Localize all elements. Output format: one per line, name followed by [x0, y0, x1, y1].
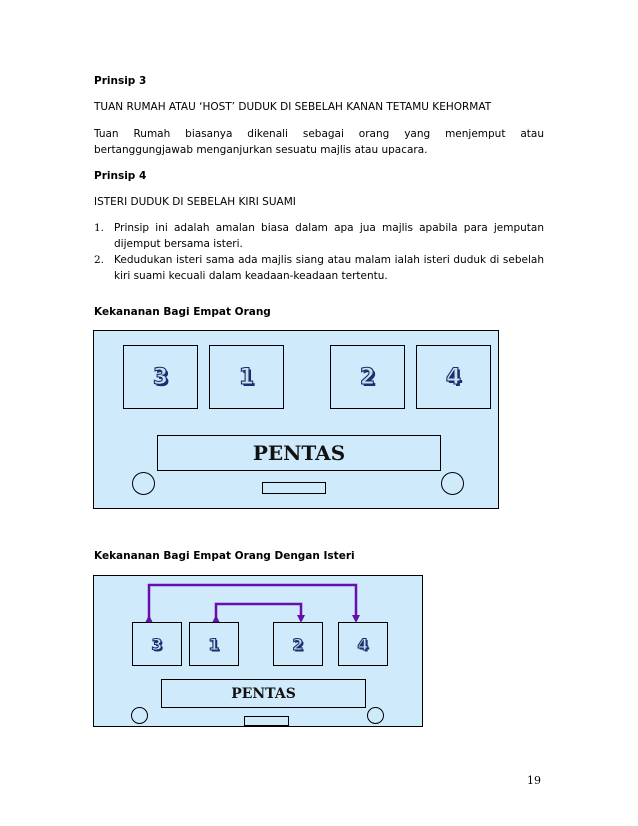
list-item: 2. Kedudukan isteri sama ada majlis sian… — [94, 252, 544, 284]
seat-2: 2 — [273, 622, 323, 666]
seat-4: 4 — [338, 622, 388, 666]
stage: PENTAS — [157, 435, 441, 471]
entrance — [262, 482, 326, 494]
list-item-text: Kedudukan isteri sama ada majlis siang a… — [114, 254, 544, 282]
principle-4-heading: Prinsip 4 — [94, 170, 147, 182]
list-item: 1. Prinsip ini adalah amalan biasa dalam… — [94, 220, 544, 252]
principle-3-heading: Prinsip 3 — [94, 75, 147, 87]
seating-diagram-2: 3 1 2 4 PENTAS — [93, 575, 423, 727]
stage: PENTAS — [161, 679, 366, 708]
principle-3-body: Tuan Rumah biasanya dikenali sebagai ora… — [94, 128, 544, 156]
principle-3-title: TUAN RUMAH ATAU ‘HOST’ DUDUK DI SEBELAH … — [94, 101, 492, 113]
right-circle — [441, 472, 464, 495]
arrow-connectors — [145, 583, 360, 623]
diagram-2-caption: Kekananan Bagi Empat Orang Dengan Isteri — [94, 550, 355, 562]
principle-4-title: ISTERI DUDUK DI SEBELAH KIRI SUAMI — [94, 196, 296, 208]
seat-1: 1 — [209, 345, 284, 409]
diagram-1-caption: Kekananan Bagi Empat Orang — [94, 306, 271, 318]
list-item-number: 2. — [94, 254, 105, 266]
seat-2: 2 — [330, 345, 405, 409]
seat-1: 1 — [189, 622, 239, 666]
right-circle — [367, 707, 384, 724]
outer-arrow — [145, 583, 360, 623]
list-item-text: Prinsip ini adalah amalan biasa dalam ap… — [114, 222, 544, 250]
seating-diagram-1: 3 1 2 4 PENTAS — [93, 330, 499, 509]
list-item-number: 1. — [94, 222, 105, 234]
seat-3: 3 — [132, 622, 182, 666]
left-circle — [131, 707, 148, 724]
seat-3: 3 — [123, 345, 198, 409]
inner-arrow — [212, 602, 305, 623]
principle-4-list: 1. Prinsip ini adalah amalan biasa dalam… — [94, 220, 544, 284]
left-circle — [132, 472, 155, 495]
entrance — [244, 716, 289, 726]
page-number: 19 — [527, 774, 541, 787]
seat-4: 4 — [416, 345, 491, 409]
